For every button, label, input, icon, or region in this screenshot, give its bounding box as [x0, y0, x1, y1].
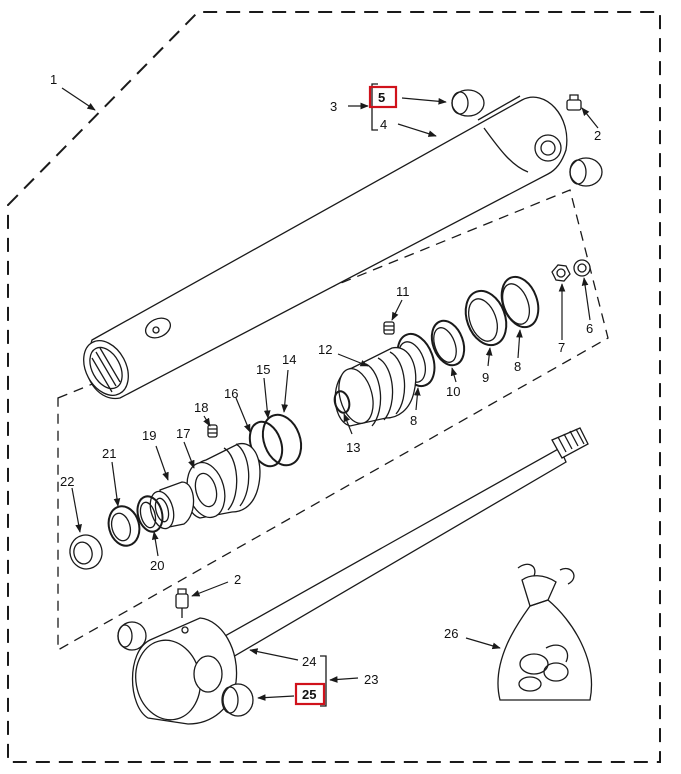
rod-eye [131, 617, 238, 725]
seal-14 [261, 413, 303, 467]
set-screw-18 [207, 424, 218, 438]
kit-dashed-border [7, 11, 661, 763]
piston [334, 347, 417, 427]
callout-15: 15 [256, 362, 270, 377]
rod-eye-bushing [221, 683, 254, 717]
callout-9: 9 [482, 370, 489, 385]
callout-16: 16 [224, 386, 238, 401]
callout-7: 7 [558, 340, 565, 355]
callout-17: 17 [176, 426, 190, 441]
callout-5: 5 [378, 90, 385, 105]
callout-12: 12 [318, 342, 332, 357]
barrel-bushing-2 [569, 157, 603, 187]
rod-bushing [149, 481, 195, 530]
leader-lines [61, 87, 599, 701]
highlight-box-5 [368, 85, 398, 109]
callout-4: 4 [380, 117, 387, 132]
callout-2b: 2 [234, 572, 241, 587]
callout-8a: 8 [514, 359, 521, 374]
washer [573, 259, 591, 277]
callout-19: 19 [142, 428, 156, 443]
callout-14: 14 [282, 352, 296, 367]
bracket-23 [320, 655, 327, 707]
callout-2a: 2 [594, 128, 601, 143]
callout-22: 22 [60, 474, 74, 489]
callout-25: 25 [302, 687, 316, 702]
callout-24: 24 [302, 654, 316, 669]
callout-20: 20 [150, 558, 164, 573]
set-screw [383, 321, 395, 335]
cylinder-barrel [83, 95, 568, 400]
callout-21: 21 [102, 446, 116, 461]
o-ring-13 [333, 390, 351, 414]
parts-bag [497, 563, 593, 701]
callout-11: 11 [396, 284, 410, 299]
assembly-dashed-box [57, 189, 609, 652]
callout-18: 18 [194, 400, 208, 415]
lock-nut [551, 264, 571, 282]
seal-ring-9 [464, 289, 508, 347]
callout-23: 23 [364, 672, 378, 687]
barrel-bushing [451, 89, 485, 117]
grease-fitting-rod [175, 588, 189, 618]
highlight-box-25 [294, 682, 326, 706]
callout-labels: 1 2 2 3 4 5 6 7 8 8 9 10 11 12 13 14 15 … [50, 72, 601, 702]
callout-8b: 8 [410, 413, 417, 428]
backup-ring-10 [430, 319, 466, 367]
callout-13: 13 [346, 440, 360, 455]
wear-ring-upper [500, 275, 540, 329]
callout-6: 6 [586, 321, 593, 336]
callout-3: 3 [330, 99, 337, 114]
callout-1: 1 [50, 72, 57, 87]
grease-fitting-top [566, 94, 582, 111]
callout-10: 10 [446, 384, 460, 399]
callout-26: 26 [444, 626, 458, 641]
rod-eye-bushing-2 [117, 621, 147, 651]
rod-wiper [69, 534, 103, 570]
